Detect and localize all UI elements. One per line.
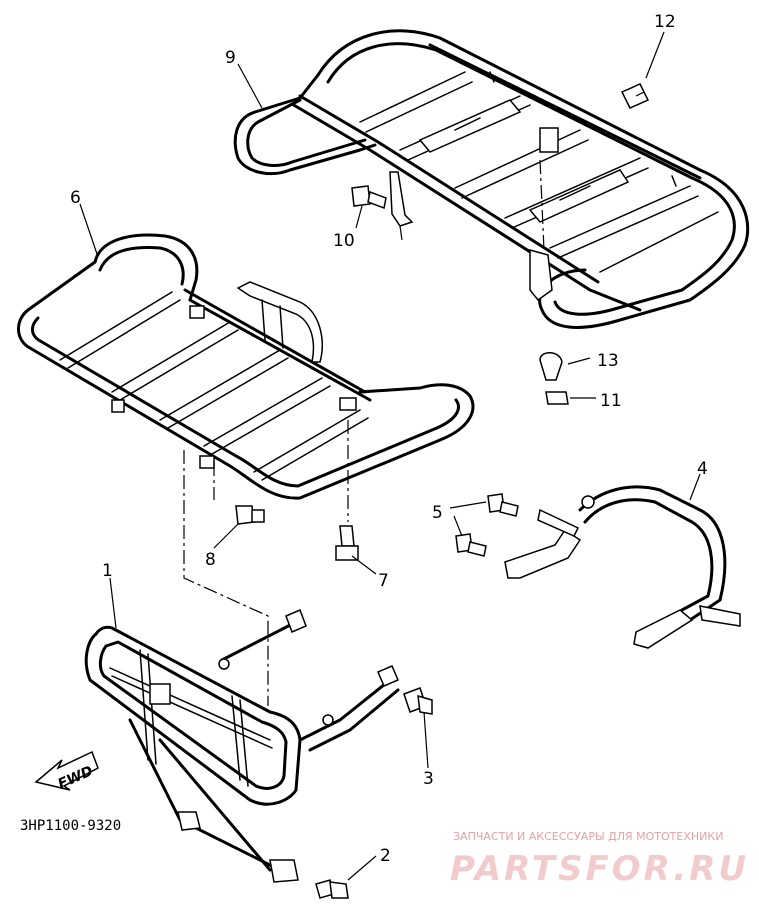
diagram-code: 3HP1100-9320 bbox=[20, 818, 121, 834]
front-guard-part-1 bbox=[84, 609, 400, 883]
callout-10: 10 bbox=[333, 231, 355, 251]
front-carrier-part-6 bbox=[17, 233, 475, 500]
watermark: ЗАПЧАСТИ И АКСЕССУАРЫ ДЛЯ МОТОТЕХНИКИ PA… bbox=[450, 830, 749, 889]
callout-8: 8 bbox=[205, 550, 216, 570]
bolt-part-12 bbox=[620, 83, 650, 109]
bolt-part-8 bbox=[235, 505, 265, 525]
callout-7: 7 bbox=[378, 571, 389, 591]
bolt-part-2 bbox=[315, 879, 349, 899]
bolt-part-5 bbox=[455, 493, 519, 557]
rear-carrier-part-9 bbox=[233, 29, 750, 329]
callout-3: 3 bbox=[423, 769, 434, 789]
bolt-part-10 bbox=[351, 185, 387, 210]
fwd-arrow-icon: FWD bbox=[34, 750, 99, 793]
callout-9: 9 bbox=[225, 48, 236, 68]
clip-part-13 bbox=[539, 352, 563, 381]
bracket-part-4 bbox=[504, 485, 741, 649]
watermark-subtitle: ЗАПЧАСТИ И АКСЕССУАРЫ ДЛЯ МОТОТЕХНИКИ bbox=[453, 830, 723, 843]
watermark-logo: PARTSFOR.RU bbox=[450, 849, 749, 889]
callout-6: 6 bbox=[70, 188, 81, 208]
leader-lines bbox=[79, 31, 701, 881]
callout-5: 5 bbox=[432, 503, 443, 523]
bolt-part-3 bbox=[403, 687, 433, 715]
callout-labels: 9 12 6 10 13 11 4 5 8 7 1 3 2 bbox=[70, 12, 708, 866]
callout-2: 2 bbox=[380, 846, 391, 866]
callout-11: 11 bbox=[600, 391, 622, 411]
callout-1: 1 bbox=[102, 561, 113, 581]
callout-4: 4 bbox=[697, 459, 708, 479]
bolt-part-7 bbox=[335, 525, 359, 561]
callout-12: 12 bbox=[654, 12, 676, 32]
callout-13: 13 bbox=[597, 351, 619, 371]
bushing-part-11 bbox=[545, 391, 569, 405]
